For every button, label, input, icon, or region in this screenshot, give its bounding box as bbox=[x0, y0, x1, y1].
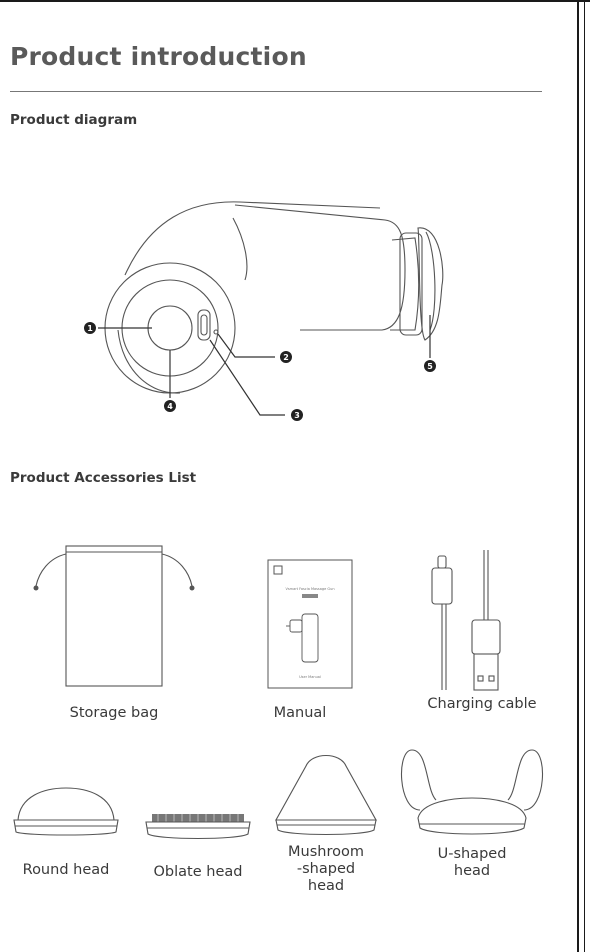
manual-cover-footer: User Manual bbox=[299, 675, 321, 679]
callout-4: 4 bbox=[167, 402, 173, 411]
callout-5: 5 bbox=[427, 362, 433, 371]
accessory-label: Oblate head bbox=[153, 864, 243, 880]
callout-2: 2 bbox=[283, 353, 289, 362]
accessory-charging-cable: Charging cable bbox=[402, 550, 562, 713]
accessory-manual: Vsmart Fascia Massage Gun User Manual Ma… bbox=[240, 558, 360, 722]
accessory-label: Storage bag bbox=[69, 705, 159, 721]
section-label-diagram: Product diagram bbox=[10, 112, 138, 128]
accessory-label: Round head bbox=[22, 862, 110, 878]
u-shaped-head-icon bbox=[401, 749, 543, 835]
accessory-label: Charging cable bbox=[427, 696, 537, 712]
round-head-icon bbox=[13, 787, 119, 836]
callout-3: 3 bbox=[294, 411, 300, 420]
oblate-head-icon bbox=[145, 814, 251, 840]
accessory-label: Mushroom-shaped head bbox=[288, 844, 364, 894]
accessory-label: U-shaped head bbox=[437, 846, 507, 879]
storage-bag-icon bbox=[33, 545, 195, 687]
callout-1: 1 bbox=[87, 324, 93, 333]
mushroom-head-icon bbox=[275, 754, 377, 836]
accessory-u-shaped-head: U-shaped head bbox=[392, 740, 552, 880]
accessory-oblate-head: Oblate head bbox=[138, 800, 258, 881]
accessory-label: Manual bbox=[273, 705, 327, 721]
section-label-accessories: Product Accessories List bbox=[10, 470, 197, 486]
manual-icon: Vsmart Fascia Massage Gun User Manual bbox=[267, 559, 353, 689]
charging-cable-icon bbox=[431, 550, 501, 691]
page-right-border bbox=[577, 0, 579, 952]
accessory-mushroom-head: Mushroom-shaped head bbox=[266, 748, 386, 895]
title-divider bbox=[10, 91, 542, 92]
page-right-border-inner bbox=[584, 0, 585, 952]
accessory-round-head: Round head bbox=[6, 780, 126, 879]
product-diagram: 1 2 3 4 5 bbox=[84, 201, 444, 421]
page-title: Product introduction bbox=[10, 42, 307, 71]
page-top-border bbox=[0, 0, 590, 2]
manual-cover-title: Vsmart Fascia Massage Gun bbox=[285, 587, 334, 591]
accessory-storage-bag: Storage bag bbox=[24, 540, 204, 722]
